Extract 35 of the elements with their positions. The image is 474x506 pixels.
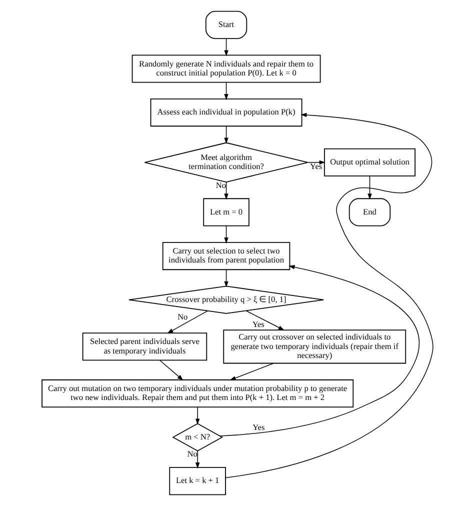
- edge-label: Yes: [252, 320, 264, 329]
- arrow: [224, 126, 228, 144]
- node-box: Carry out selection to select two individuals from parent population: [162, 242, 290, 270]
- node-diamond: m < N?: [172, 423, 223, 452]
- arrow: [367, 176, 372, 200]
- arrow: [194, 406, 200, 425]
- edge-label: Yes: [252, 422, 264, 432]
- node-diamond: Crossover probability q > ξ ∈ [0, 1]: [128, 286, 324, 314]
- arrow: [224, 82, 228, 100]
- node-box: Start: [204, 10, 247, 39]
- arrow: [224, 38, 228, 56]
- node-box: Assess each individual in population P(k): [150, 98, 302, 127]
- arrow: [166, 310, 208, 334]
- edge-label: No: [186, 450, 197, 459]
- edge-label: No: [177, 312, 188, 322]
- node-box: End: [348, 198, 390, 226]
- node-box: Carry out crossover on selected individuals to generate two temporary individuals (repair them if necessary): [222, 330, 406, 364]
- edge-label: No: [215, 180, 226, 190]
- node-box: Carry out mutation on two temporary individuals under mutation probability p to generate two new individuals. Repair them and put them into P(k + 1). Let m = m + 2: [41, 379, 354, 408]
- node-diamond: Meet algorithm termination condition?: [144, 142, 308, 182]
- arrow: [194, 450, 200, 469]
- arrow: [158, 360, 183, 380]
- arrow: [307, 160, 325, 164]
- arrow: [224, 269, 228, 288]
- edge-label: Yes: [310, 162, 322, 172]
- arrow: [224, 182, 228, 200]
- arrow: [245, 310, 284, 330]
- arrow: [224, 112, 433, 478]
- node-box: Let k = k + 1: [168, 467, 226, 496]
- node-box: Output optimal solution: [324, 148, 416, 176]
- node-box: Let m = 0: [202, 198, 249, 226]
- node-box: Randomly generate N individuals and repair them to construct initial population P(0). Let k = 0: [131, 54, 320, 83]
- node-box: Selected parent individuals serve as temporary individuals: [82, 332, 207, 361]
- arrow: [219, 265, 419, 436]
- arrow: [224, 226, 228, 244]
